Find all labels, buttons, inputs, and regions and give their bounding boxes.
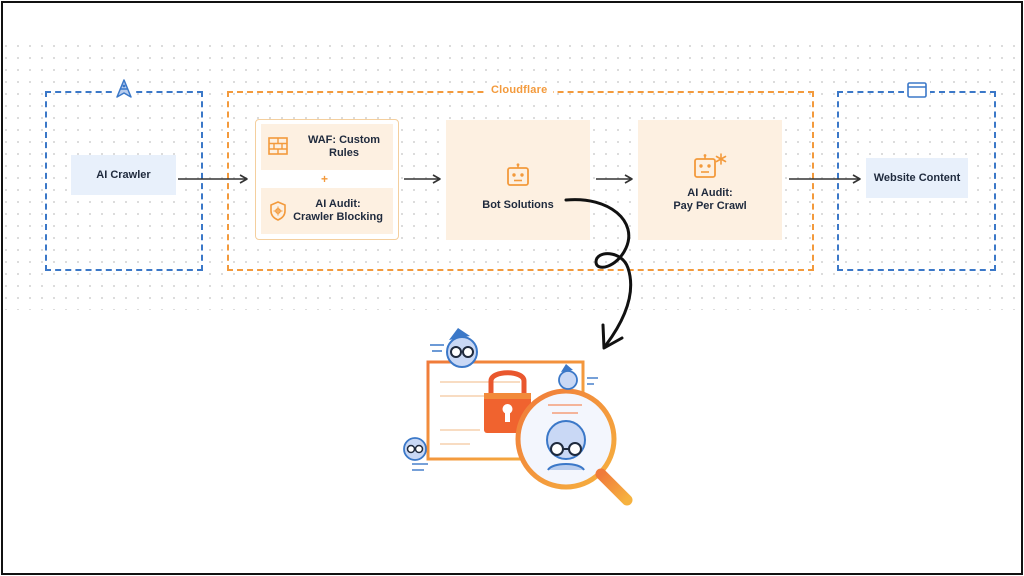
bot-solutions-node: Bot Solutions xyxy=(446,120,590,240)
shield-icon xyxy=(270,201,286,221)
bot-mascot-left-icon xyxy=(403,437,428,471)
ai-crawler-label: AI Crawler xyxy=(96,169,151,181)
brick-wall-icon xyxy=(268,137,288,155)
plus-sign: + xyxy=(321,172,329,186)
ai-audit-crawler-blocking-node: AI Audit: Crawler Blocking xyxy=(261,188,393,234)
waf-label-line2: Rules xyxy=(329,147,359,159)
bot-mascot-small-icon xyxy=(558,364,598,390)
curly-arrow xyxy=(564,198,633,347)
audit-block-label-line2: Crawler Blocking xyxy=(293,211,383,223)
website-content-node: Website Content xyxy=(866,158,968,198)
ai-audit-pay-per-crawl-node: AI Audit: Pay Per Crawl xyxy=(638,120,782,240)
audit-pay-label-line1: AI Audit: xyxy=(687,187,733,199)
crawler-bot-icon xyxy=(112,78,136,102)
website-content-label: Website Content xyxy=(873,172,961,184)
bot-mascot-icon xyxy=(430,328,478,368)
audit-pay-label-line2: Pay Per Crawl xyxy=(673,200,747,212)
waf-label-line1: WAF: Custom xyxy=(307,134,381,146)
audit-block-label-line1: AI Audit: xyxy=(315,198,361,210)
robot-icon xyxy=(507,162,529,186)
ai-crawler-node: AI Crawler xyxy=(71,155,176,195)
bot-solutions-label: Bot Solutions xyxy=(482,198,554,211)
browser-window-icon xyxy=(904,80,930,100)
waf-custom-rules-node: WAF: Custom Rules xyxy=(261,124,393,170)
magnifier-icon xyxy=(515,388,633,506)
curly-arrow-head xyxy=(601,323,624,350)
cloudflare-group-label: Cloudflare xyxy=(485,84,554,96)
robot-asterisk-icon xyxy=(694,153,727,178)
